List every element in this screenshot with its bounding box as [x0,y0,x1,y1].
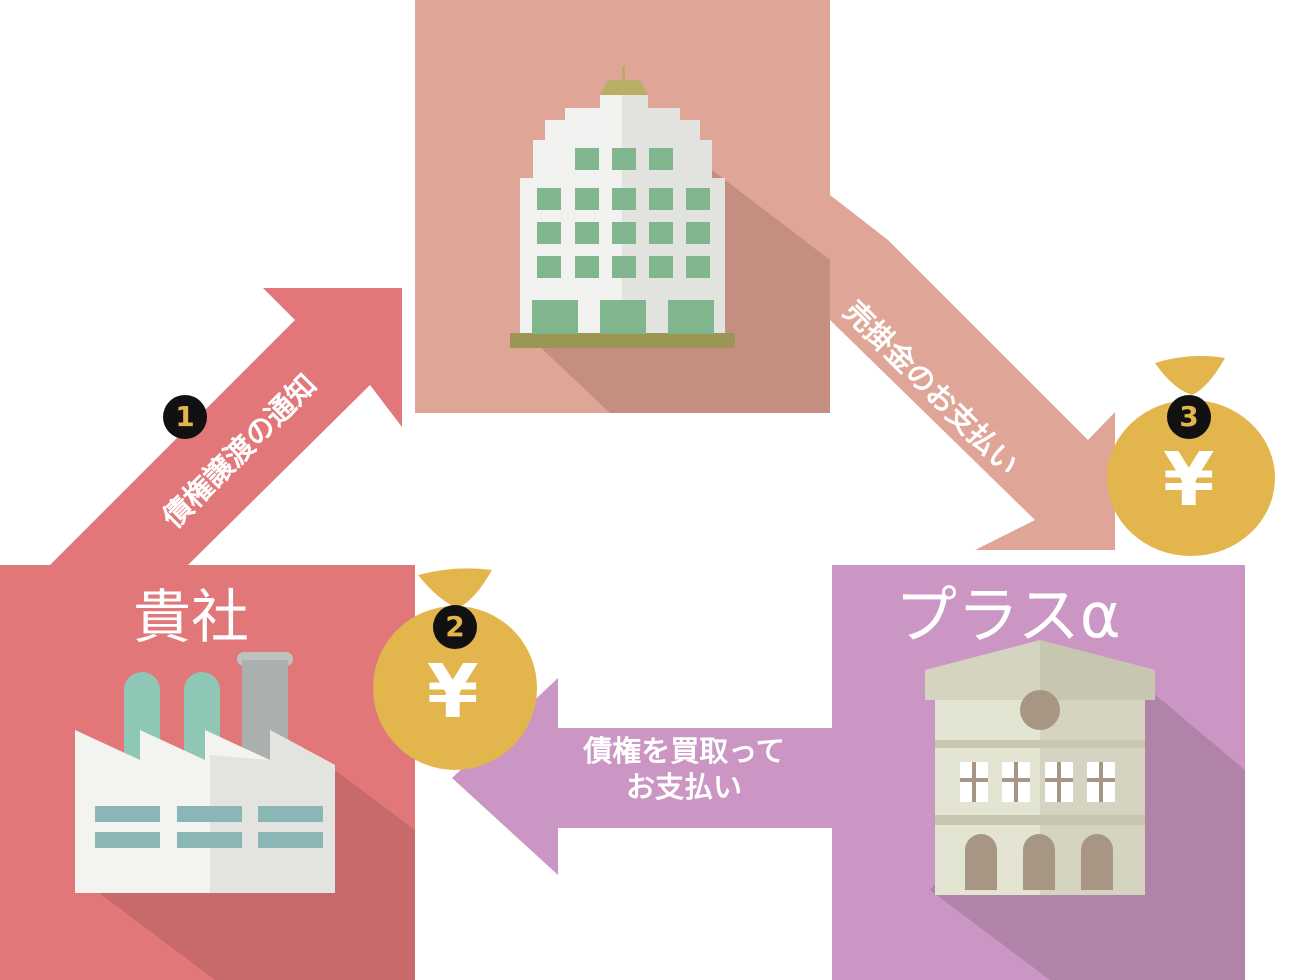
receivable-payment-arrow [830,195,1115,550]
plus-alpha-box [832,565,1245,980]
step-1-badge: 1 [163,395,207,439]
purchase-payment-arrow [452,678,832,875]
purchase-payment-line2: お支払い [625,770,742,805]
money-bag-2-icon [373,568,537,770]
notice-arrow [50,288,402,565]
money-bag-2-yen: ¥ [427,649,479,735]
office-building-icon [510,66,735,348]
purchase-payment-line1: 債権を買取って [583,734,785,768]
step-3-badge: 3 [1167,395,1211,439]
company-box [0,565,415,980]
step-2-badge: 2 [433,605,477,649]
customer-box [415,0,830,413]
bank-building-icon [925,640,1155,895]
money-bag-3-icon [1107,355,1275,556]
purchase-payment-arrow-label: 債権を買取って お支払い [548,733,820,806]
factory-icon [75,652,335,893]
money-bag-3-yen: ¥ [1163,437,1215,523]
company-title: 貴社 [133,583,250,651]
plus-alpha-title: プラスα [895,579,1121,652]
